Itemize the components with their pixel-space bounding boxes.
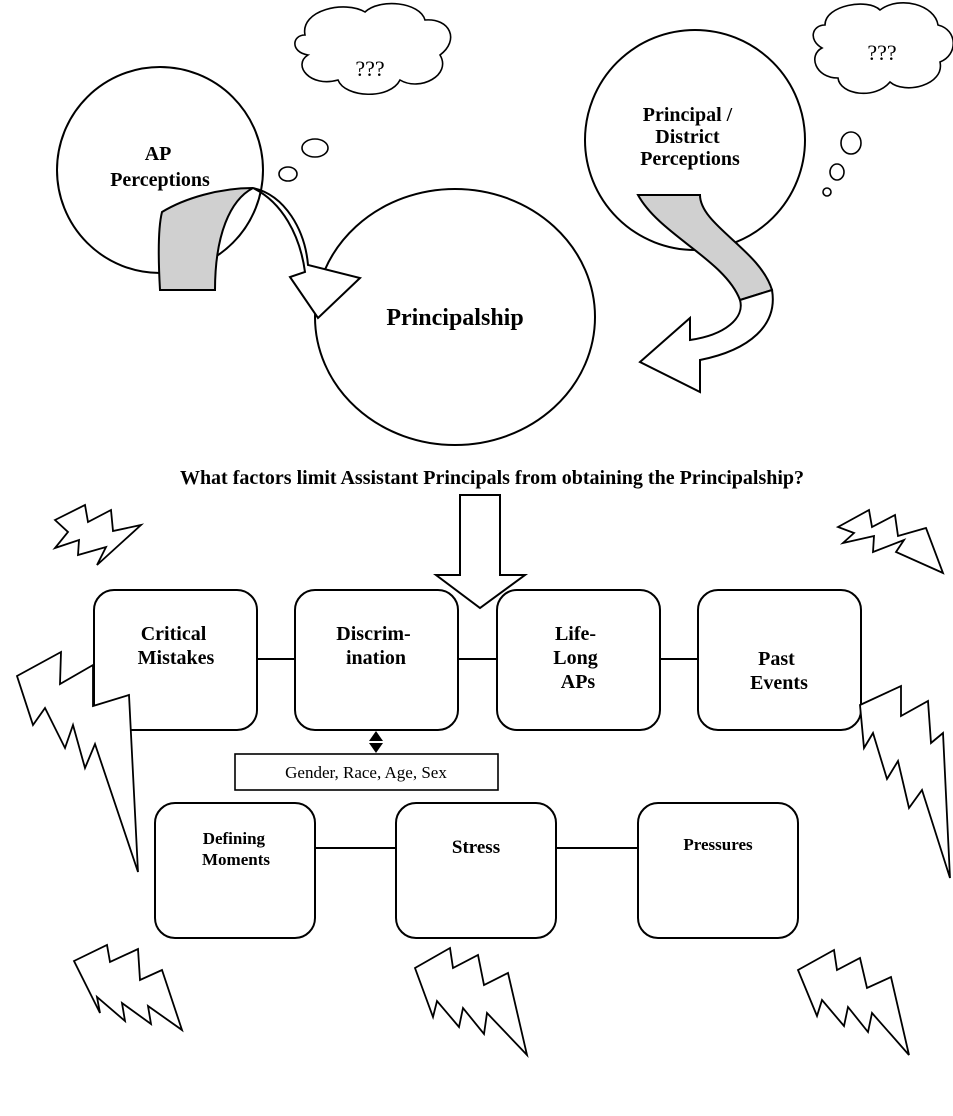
defining-moments-line-1: Defining [203, 829, 266, 848]
question-heading: What factors limit Assistant Principals … [180, 467, 804, 489]
ap-perceptions-line-2: Perceptions [110, 169, 210, 191]
district-to-principalship-arrow [636, 194, 774, 394]
ap-to-principalship-arrow [157, 187, 363, 320]
factor-life-long-aps: Life- Long APs [496, 589, 661, 731]
principalship-label: Principalship [386, 305, 523, 331]
life-long-line-1: Life- [555, 623, 596, 645]
lightning-bolt-icon [413, 946, 529, 1059]
life-long-line-2: Long [553, 647, 597, 669]
factor-critical-mistakes: Critical Mistakes [93, 589, 258, 731]
principal-district-line-1: Principal / [643, 104, 733, 126]
principal-district-perceptions-label: Principal / District Perceptions [640, 104, 740, 170]
principal-district-line-3: Perceptions [640, 148, 740, 170]
factor-defining-moments: Defining Moments [154, 802, 316, 939]
lightning-bolt-icon [859, 684, 951, 879]
svg-text:Life- Long APs: Life- Long APs [553, 623, 602, 693]
critical-mistakes-line-1: Critical [141, 623, 207, 645]
thought-bubble-left: ??? [278, 2, 452, 182]
factor-past-events: Past Events [697, 589, 862, 731]
lightning-bolt-icon [15, 650, 139, 873]
ap-perceptions-label: AP Perceptions [110, 143, 210, 191]
ap-perceptions-line-1: AP [145, 143, 171, 165]
past-events-line-2: Events [750, 672, 808, 694]
svg-text:Defining Moments: Defining Moments [202, 829, 270, 869]
discrimination-detail-arrow [369, 731, 383, 753]
factor-discrimination: Discrim- ination [294, 589, 459, 731]
discrimination-line-2: ination [346, 647, 406, 669]
thought-bubble-right-text: ??? [867, 40, 896, 65]
stress-label: Stress [452, 837, 500, 858]
lightning-bolt-icon [52, 503, 145, 566]
critical-mistakes-line-2: Mistakes [138, 647, 215, 669]
defining-moments-line-2: Moments [202, 850, 270, 869]
thought-bubble-right: ??? [812, 2, 953, 197]
principal-district-line-2: District [655, 126, 720, 148]
discrimination-line-1: Discrim- [336, 623, 410, 645]
past-events-line-1: Past [758, 648, 795, 670]
factor-stress: Stress [395, 802, 557, 939]
svg-text:Critical Mistakes: Critical Mistakes [138, 623, 215, 669]
pressures-label: Pressures [683, 835, 753, 854]
lightning-bolt-icon [72, 943, 184, 1033]
question-down-arrow [433, 494, 529, 610]
discrimination-detail-box: Gender, Race, Age, Sex [234, 753, 499, 791]
thought-bubble-left-text: ??? [355, 56, 384, 81]
lightning-bolt-icon [796, 948, 910, 1056]
lightning-bolt-icon [835, 508, 945, 575]
principalship-node: Principalship [314, 188, 596, 446]
life-long-line-3: APs [561, 671, 596, 693]
svg-text:Past Events: Past Events [750, 648, 808, 694]
factor-pressures: Pressures [637, 802, 799, 939]
svg-text:Discrim- ination: Discrim- ination [336, 623, 415, 669]
discrimination-detail-text: Gender, Race, Age, Sex [285, 763, 447, 782]
